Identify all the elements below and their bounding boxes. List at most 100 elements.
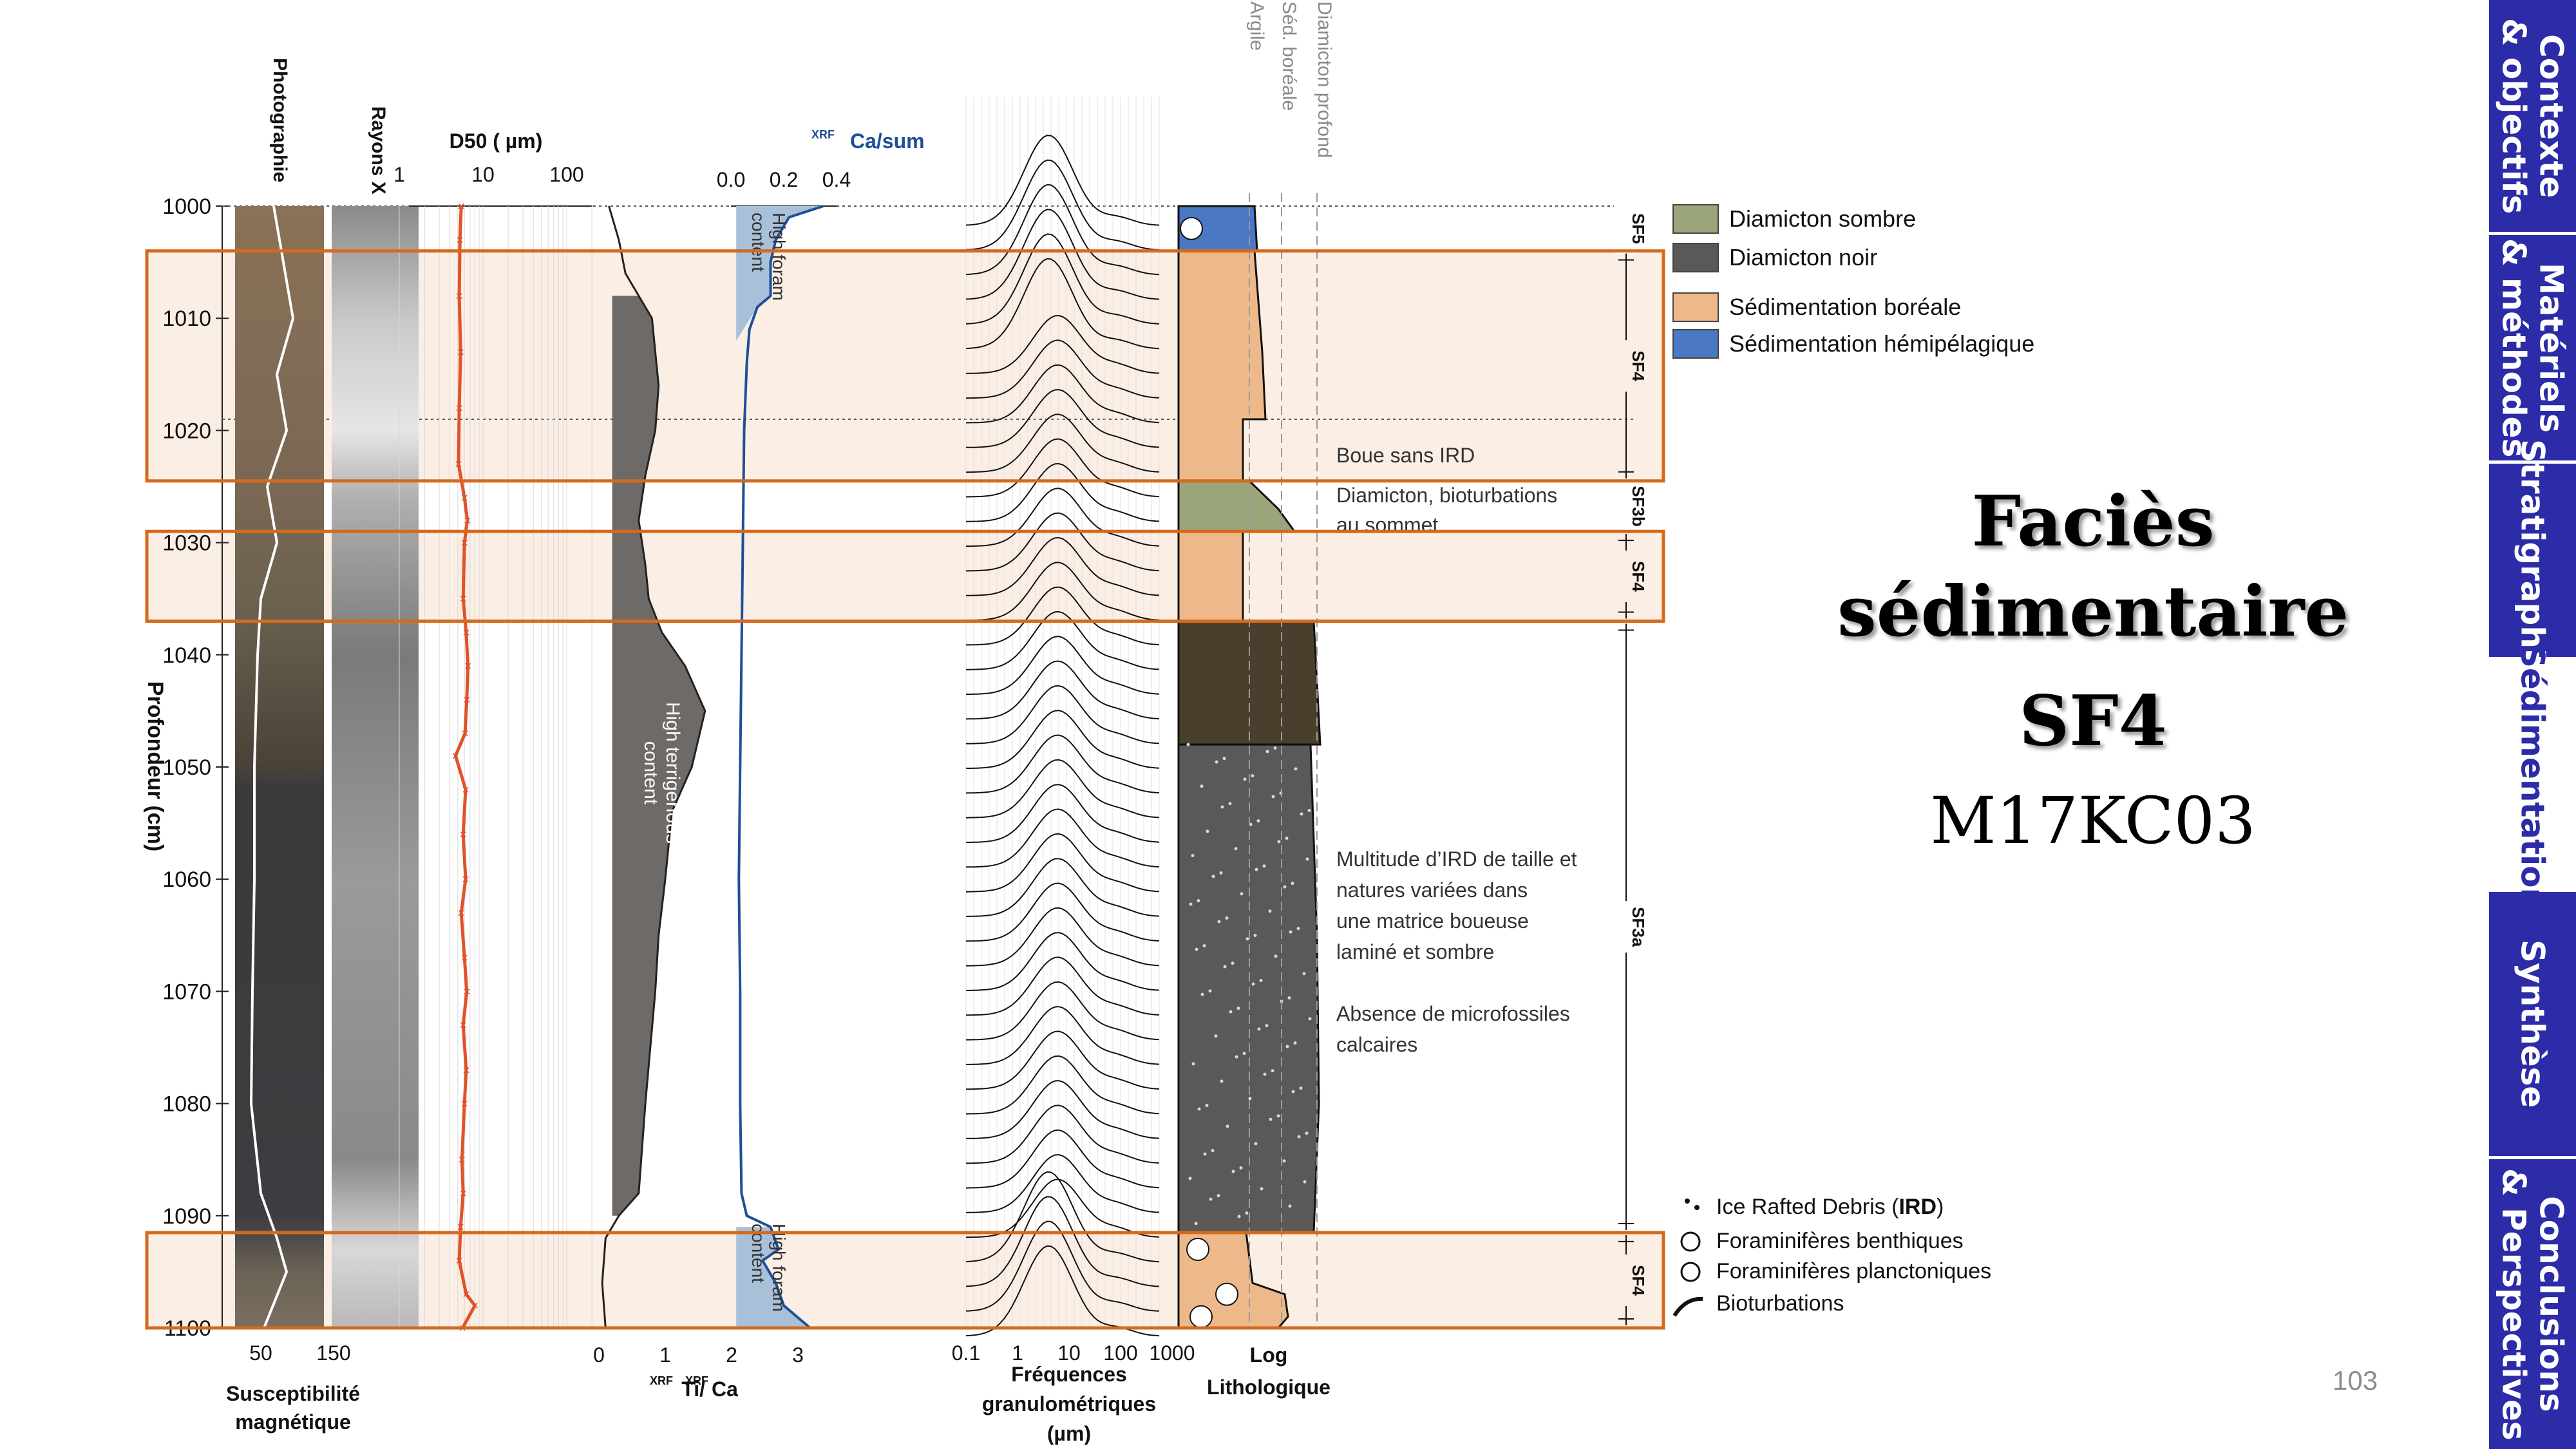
nav-tab-4[interactable]: Sédimentation: [2489, 645, 2576, 911]
ird-dot: [1285, 837, 1289, 840]
high-foram-label-top: content: [748, 213, 768, 272]
freq-curve: [965, 135, 1160, 226]
symbol-end: ): [1937, 1195, 1944, 1219]
symbol-label: Foraminifères benthiques: [1716, 1229, 1964, 1253]
freq-curve: [965, 438, 1160, 498]
ird-dot: [1305, 1132, 1309, 1135]
facies-label: SF3a: [1629, 907, 1648, 947]
annotation-diamicton: Diamicton, bioturbations: [1336, 484, 1557, 507]
ird-dot: [1282, 1159, 1286, 1163]
freq-curve: [965, 833, 1160, 893]
ird-dot: [1293, 1041, 1297, 1045]
ird-dot: [1294, 767, 1298, 771]
freq-curve: [965, 660, 1160, 720]
freq-header: Fréquences: [1011, 1363, 1127, 1386]
ird-dot: [1186, 743, 1190, 746]
title-line-1: Faciès: [1971, 481, 2215, 562]
depth-tick-label: 1010: [162, 307, 211, 331]
ca-tick-label: 0.0: [717, 168, 745, 191]
foram-fill-top: [736, 206, 824, 341]
ird-dot: [1289, 930, 1293, 934]
bioturbation-icon: [1672, 1296, 1703, 1317]
ird-dot: [1265, 750, 1269, 753]
d50-point: ×: [452, 750, 460, 764]
annotation-multitude: une matrice boueuse: [1336, 909, 1529, 933]
ti-sup-2: XRF: [685, 1374, 708, 1387]
freq-curve: [965, 759, 1160, 819]
d50-point: ×: [471, 1299, 479, 1313]
ird-dot: [1220, 805, 1224, 809]
freq-curve: [965, 1196, 1160, 1287]
freq-header: granulométriques: [982, 1392, 1156, 1416]
d50-point: ×: [460, 1097, 468, 1112]
ird-dot: [1251, 982, 1255, 986]
freq-tick-label: 1: [1012, 1341, 1023, 1365]
freq-curve: [965, 1179, 1160, 1238]
ird-dot: [1236, 1007, 1240, 1010]
freq-header: (µm): [1047, 1422, 1091, 1445]
ird-dot: [1277, 840, 1281, 844]
susceptibility-curve: [249, 205, 295, 1329]
ird-dot: [1197, 1107, 1201, 1111]
freq-curve: [965, 1080, 1160, 1139]
ca-sup: XRF: [811, 128, 835, 141]
freq-curve: [965, 159, 1160, 251]
terrigenous-fill: [612, 296, 705, 1216]
facies-label-bg: [1614, 550, 1638, 602]
freq-curve: [965, 512, 1160, 572]
freq-tick-label: 100: [1103, 1341, 1137, 1365]
nav-tab-6[interactable]: Conclusions & Perspectives: [2489, 1159, 2576, 1449]
sf4-band-outline: [145, 1231, 1665, 1330]
susceptibility-header: magnétique: [235, 1410, 351, 1434]
freq-curve: [965, 462, 1160, 522]
ird-dot: [1297, 1135, 1301, 1139]
depth-tick-label: 1040: [162, 643, 211, 668]
freq-tick-label: 0.1: [952, 1341, 980, 1365]
ird-dot: [1291, 1090, 1295, 1094]
freq-curve: [966, 1104, 1160, 1164]
grain-scale-label: Diamicton profond: [1314, 1, 1335, 158]
nav-tab-3[interactable]: Stratigraphie: [2489, 439, 2576, 681]
d50-point: ×: [462, 1063, 470, 1077]
freq-curve: [965, 932, 1160, 991]
legend-swatch: [1672, 292, 1719, 322]
freq-curve: [965, 314, 1160, 374]
ird-dot: [1195, 947, 1198, 951]
legend-swatch: [1672, 329, 1719, 359]
ird-dot: [1288, 1204, 1292, 1208]
freq-curve: [965, 233, 1160, 325]
ird-dot: [1194, 1222, 1198, 1226]
ird-dot: [1285, 1045, 1289, 1048]
freq-curve: [965, 1171, 1160, 1263]
freq-curve: [965, 209, 1160, 300]
ird-icon: [1694, 1205, 1700, 1210]
xray-header: Rayons X: [368, 106, 389, 194]
nav-tab-1[interactable]: Contexte & objectifs: [2489, 0, 2576, 232]
symbol-bold: IRD: [1899, 1195, 1937, 1219]
nav-tab-2[interactable]: Matériels & méthodes: [2489, 235, 2576, 460]
depth-tick-label: 1060: [162, 867, 211, 892]
d50-point: ×: [462, 783, 469, 797]
nav-tab-5[interactable]: Synthèse: [2489, 892, 2576, 1156]
ird-dot: [1269, 1117, 1273, 1121]
ird-dot: [1188, 1177, 1192, 1180]
d50-point: ×: [462, 1288, 470, 1302]
ird-dot: [1206, 829, 1209, 833]
freq-curve: [965, 636, 1160, 696]
ird-dot: [1223, 965, 1227, 969]
depth-tick-label: 1070: [162, 980, 211, 1004]
legend-label: Diamicton sombre: [1729, 205, 1916, 232]
ird-dot: [1243, 777, 1247, 781]
symbol-label: Bioturbations: [1716, 1291, 1844, 1316]
ird-dot: [1259, 979, 1263, 983]
legend-label: Sédimentation boréale: [1729, 294, 1961, 320]
susc-tick-label: 150: [316, 1341, 350, 1365]
ird-dot: [1203, 1152, 1207, 1156]
ird-dot: [1228, 802, 1232, 806]
ird-dot: [1217, 1194, 1220, 1198]
log-header: Lithologique: [1207, 1376, 1331, 1399]
freq-curve: [966, 907, 1160, 967]
ird-dot: [1220, 1079, 1224, 1083]
d50-point: ×: [455, 402, 463, 416]
